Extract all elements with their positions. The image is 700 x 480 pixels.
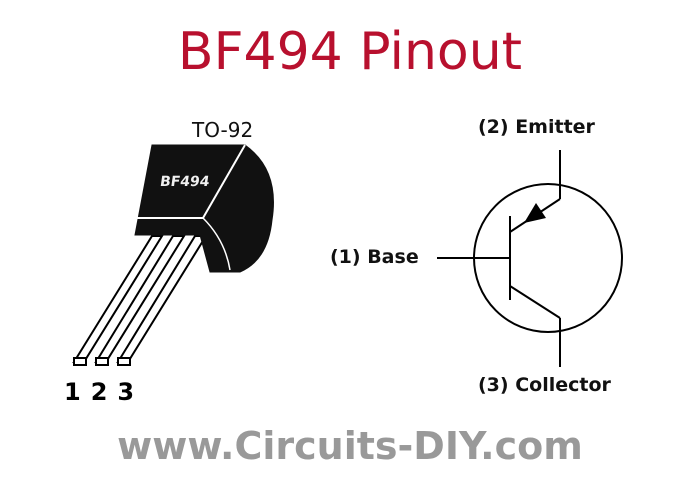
emitter-label: (2) Emitter (478, 116, 595, 138)
package-name: TO-92 (192, 118, 254, 142)
pin-number-1: 1 (64, 378, 87, 406)
pin-number-2: 2 (90, 378, 114, 406)
collector-label: (3) Collector (478, 374, 611, 396)
base-label: (1) Base (330, 246, 419, 268)
page-title: BF494 Pinout (177, 22, 523, 82)
emitter-arrow-icon (524, 203, 546, 223)
pin-number-3: 3 (117, 378, 141, 406)
to92-package-icon (72, 144, 274, 366)
website-footer: www.Circuits-DIY.com (117, 424, 583, 468)
npn-transistor-symbol-icon (437, 150, 623, 367)
chip-marking: BF494 (158, 174, 211, 190)
